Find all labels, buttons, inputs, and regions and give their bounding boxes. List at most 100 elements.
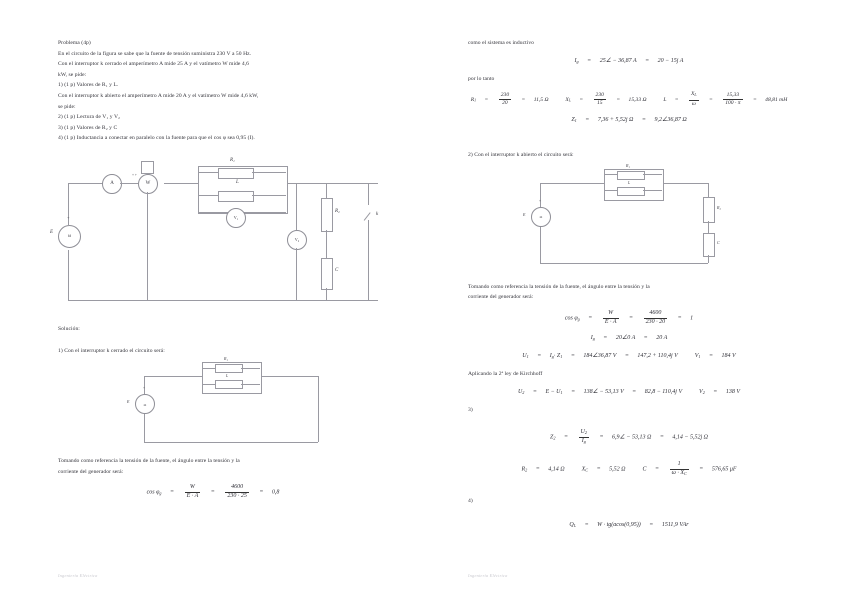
u2-expr: E − U	[545, 388, 561, 395]
wire-a-to-w	[120, 182, 138, 184]
s2-wire-left-lower	[540, 224, 541, 263]
voltmeter-v2-label: V₂	[294, 237, 300, 243]
wire-v2-bottom	[296, 247, 297, 300]
source-plus-sign: +	[67, 214, 70, 220]
equation-row3: R2 = 4,14 Ω XC = 5,52 Ω C = 1 ω · XC = 5…	[521, 461, 737, 476]
statement-line-3: kW, se pide:	[58, 71, 87, 78]
u1-expr: I	[549, 353, 552, 360]
s1-wire-l-l	[202, 383, 215, 385]
ig2-rect: 20 A	[656, 335, 668, 342]
r1-fraction: 230 20	[498, 92, 512, 108]
voltmeter-v1-label: V₁	[233, 215, 239, 221]
l-symbol: L	[663, 97, 667, 103]
voltage-source: ω	[58, 224, 81, 248]
s2-wire-top-left	[540, 182, 604, 184]
s1-source-label: E	[127, 399, 130, 405]
xl-result: 15,33 Ω	[628, 97, 647, 103]
u1-polar: 184∠36,87 V	[583, 353, 617, 360]
page-footer-right: Ingeniería Eléctrica	[468, 573, 508, 578]
wire-switch-top	[368, 182, 369, 205]
l-den-1: ω	[691, 100, 696, 107]
inductor-l	[218, 190, 254, 202]
cosphi-fraction-1: W E · A	[184, 484, 201, 500]
r-cosphi-lhs-sub: g	[577, 316, 580, 322]
source-label: E	[50, 229, 54, 235]
equation-row1: R1 = 230 20 = 11,5 Ω XL = 230 15 = 15,33…	[470, 91, 788, 108]
solution-heading: Solución:	[58, 325, 80, 332]
cosphi-lhs: cos φ	[146, 489, 160, 496]
wire-l-left	[198, 195, 218, 197]
s1-wire-bottom	[144, 442, 318, 443]
s1-wire-l-r	[241, 383, 260, 385]
s1-voltage-source: ω	[135, 394, 155, 415]
wattmeter: W	[138, 173, 158, 194]
l-result: 48,81 mH	[765, 97, 788, 103]
v2-magnitude-symbol: V	[699, 388, 703, 395]
r-cosphi-num-1: W	[602, 310, 619, 319]
statement-line-8: 3) (1 p) Valores de R₂ y C	[58, 124, 118, 131]
s2-inductor-l	[617, 186, 645, 196]
s2-wire-left-upper	[540, 182, 541, 207]
wattmeter-plus-marks: + +	[132, 172, 137, 177]
wire-v2-top	[296, 182, 297, 230]
v1-magnitude-symbol: V	[694, 353, 699, 360]
l-den-2: 100 · π	[725, 100, 741, 107]
equation-ig2: Ig = 20∠0 A = 20 A	[590, 335, 668, 342]
equation-cosphi-right: cos φg = W E · A = 4600 230 · 20 = 1	[564, 310, 694, 325]
v1-magnitude: 184 V	[721, 353, 736, 360]
switch-k-label: k	[376, 211, 379, 217]
wire-r2-to-c	[326, 229, 327, 258]
wire-l-right	[252, 195, 286, 197]
l-fraction-2: 15,33 100 · π	[723, 92, 743, 108]
s2-wire-r1-r	[643, 174, 662, 176]
u1-expr2: · Z	[553, 353, 561, 360]
cosphi-fraction-2: 4600 230 · 25	[225, 484, 249, 500]
s2-wire-l-l	[604, 190, 617, 192]
z2-polar: 6,9∠ − 53,13 Ω	[612, 434, 652, 441]
c-num: 1	[669, 461, 689, 470]
statement-line-4: 1) (1 p) Valores de R₁ y L.	[58, 82, 119, 89]
s2-resistor-r2	[703, 196, 715, 223]
wattmeter-coil-box	[141, 160, 154, 174]
step1-circuit-diagram: ω E + R₁ L	[127, 356, 368, 450]
wire-r2-top	[326, 182, 327, 198]
z2-rect: 4,14 − 5,52j Ω	[672, 434, 708, 441]
u1-sub: 1	[526, 354, 529, 360]
wire-wattmeter-down	[147, 191, 148, 300]
xl-num: 230	[593, 92, 606, 101]
s1-inductor-l	[215, 380, 243, 390]
u2-polar: 138∠ − 53,13 V	[583, 388, 624, 395]
page-left: Problema (4p) En el circuito de la figur…	[50, 40, 379, 578]
porlotanto-note: por lo tanto	[468, 75, 495, 82]
wire-bottom-rail	[68, 299, 378, 301]
ql-symbol: Q	[569, 522, 574, 529]
r-cosphi-den-2: 230 · 20	[645, 318, 666, 325]
cosphi-den-1: E · A	[186, 492, 199, 499]
equation-ql: QL = W · tg(acos(0,95)) = 1511,9 VAr	[569, 522, 689, 529]
l-label: L	[236, 179, 239, 185]
ql-sub: L	[573, 523, 577, 529]
equation-ig: Ig = 25∠ − 36,87 A = 20 − 15j A	[574, 57, 684, 64]
cosphi-num-1: W	[184, 484, 201, 493]
s2-wire-l-r	[643, 190, 662, 192]
resistor-r1	[218, 167, 254, 179]
statement-line-5: Con el interruptor k abierto el amperíme…	[58, 92, 259, 99]
u2-sub: 2	[522, 389, 525, 395]
resistor-r2	[321, 197, 333, 232]
ig-rect: 20 − 15j A	[657, 57, 684, 64]
main-circuit-diagram: ω E + A W + + R₁	[50, 158, 378, 318]
ammeter-label: A	[110, 181, 114, 187]
voltmeter-v1: V₁	[226, 207, 246, 228]
ig2-polar: 20∠0 A	[615, 335, 636, 342]
ig-symbol: I	[574, 57, 577, 64]
s1-wire-left-lower	[144, 412, 145, 443]
ql-expr: W · tg(acos(0,95))	[597, 522, 641, 529]
wattmeter-label: W	[145, 181, 151, 187]
statement-line-1: En el circuito de la figura se sabe que …	[58, 50, 252, 57]
equation-u1: U1 = Ig· Z1 = 184∠36,87 V = 147,2 + 110,…	[522, 353, 736, 360]
z1-rect: 7,36 + 5,52j Ω	[597, 117, 634, 124]
z2-den: Ig	[581, 437, 586, 444]
s1-r1-label: R₁	[224, 356, 228, 362]
s2-wire-r2-c	[708, 220, 709, 233]
cosphi-lhs-sub: g	[159, 490, 162, 496]
